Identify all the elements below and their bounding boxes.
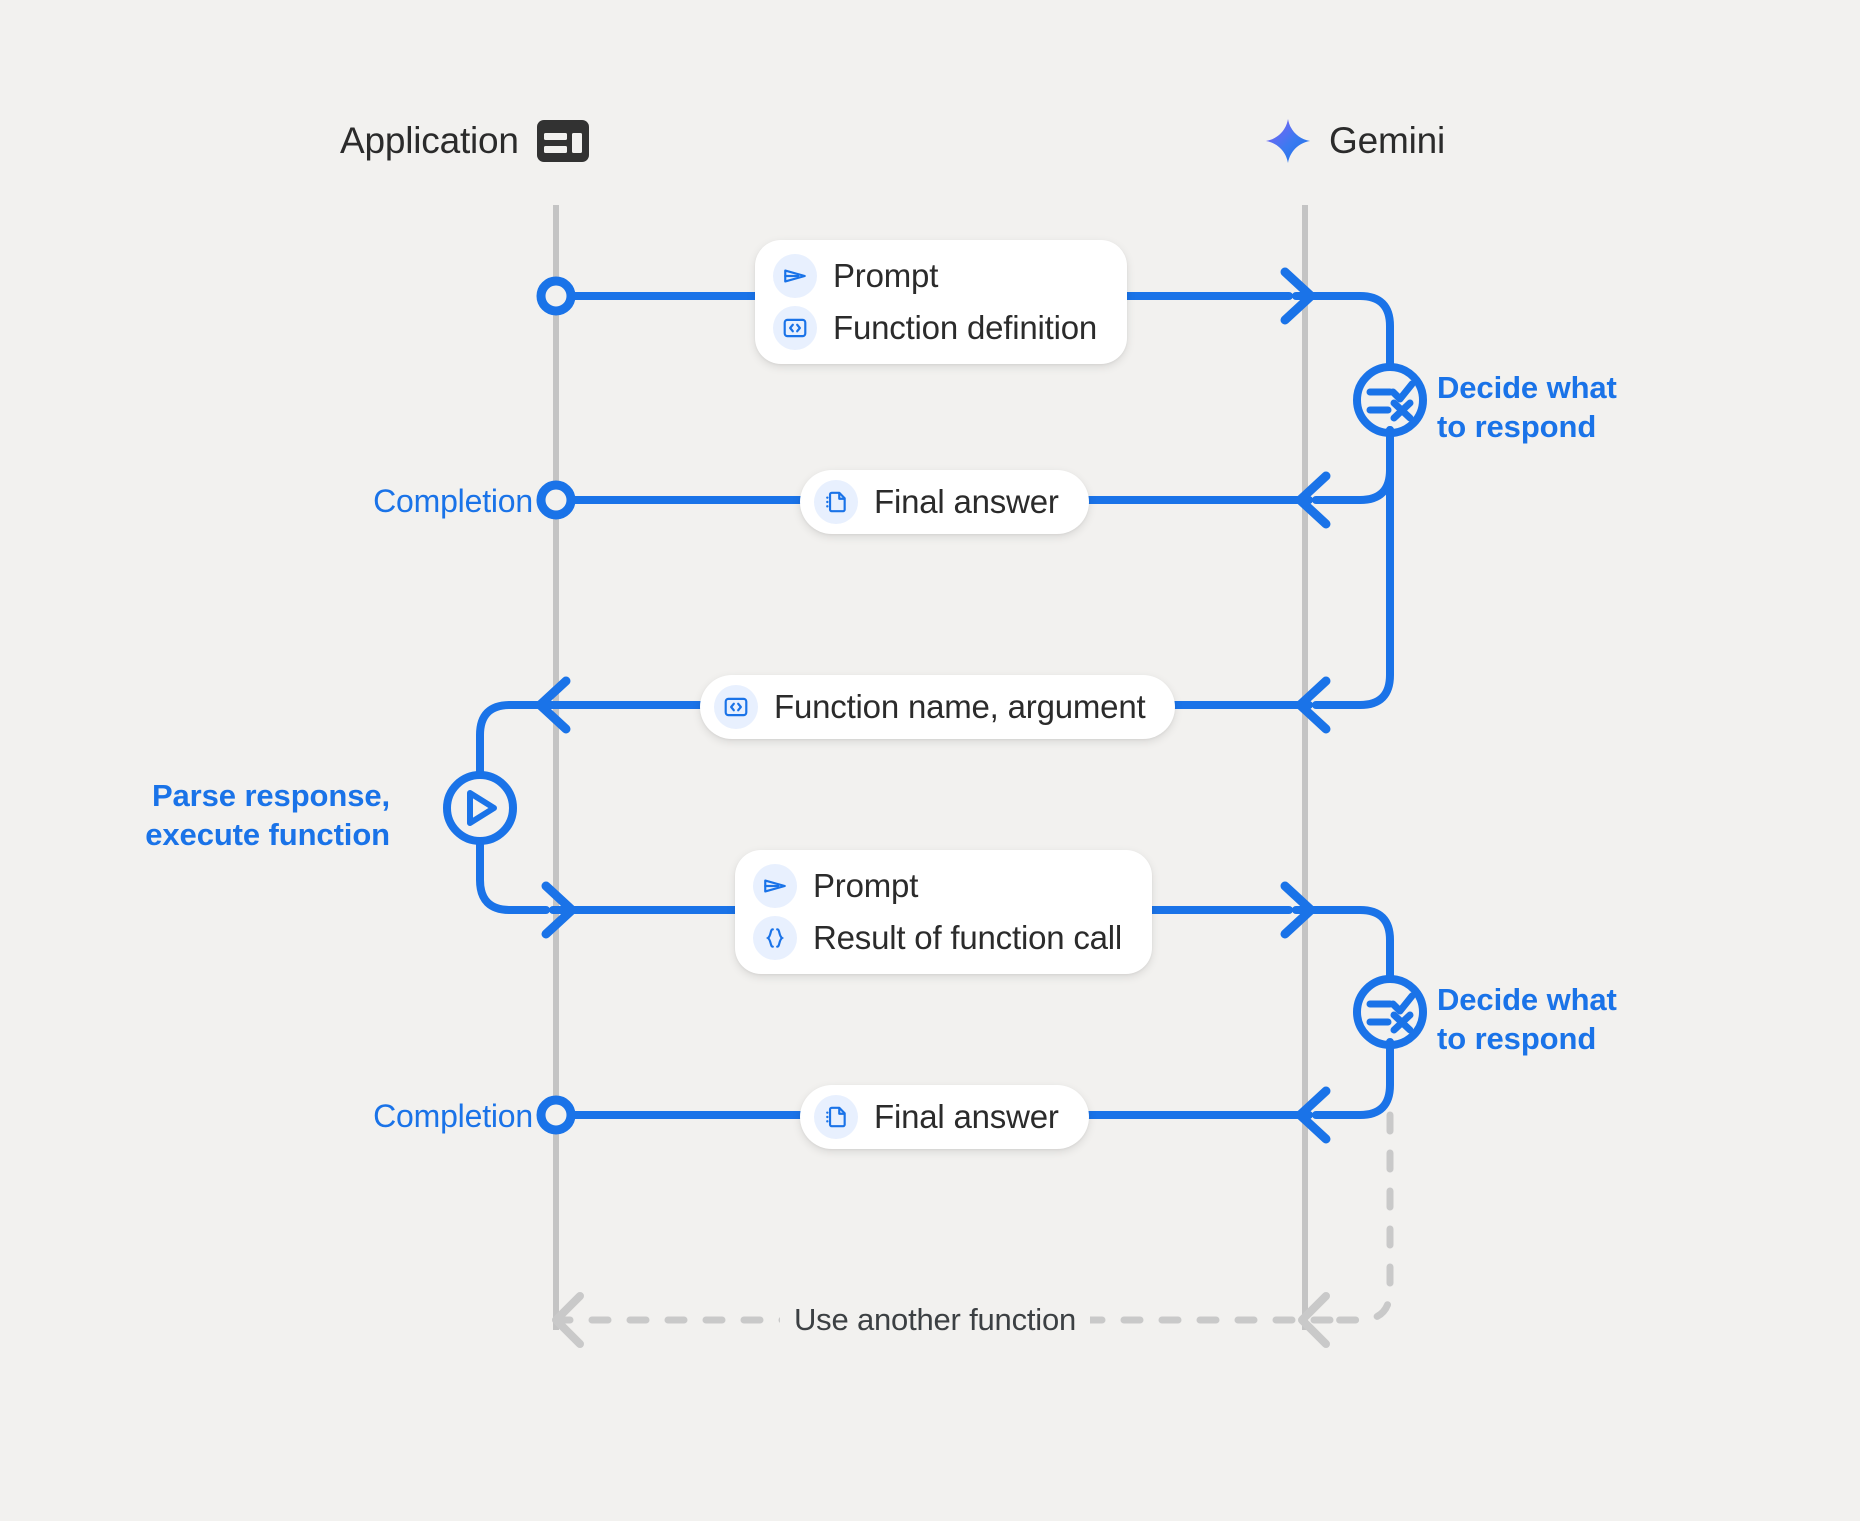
- document-icon: [814, 480, 858, 524]
- card-label: Final answer: [874, 483, 1059, 520]
- card-row: Function name, argument: [714, 685, 1146, 729]
- actor-gemini: Gemini: [1265, 118, 1445, 164]
- card-label: Function definition: [833, 309, 1098, 346]
- card-label: Result of function call: [813, 919, 1123, 956]
- process-label-parse-execute: Parse response, execute function: [145, 778, 390, 853]
- card-row: Final answer: [814, 480, 1059, 524]
- code-brackets-icon: [714, 685, 758, 729]
- card-row: Result of function call: [753, 916, 1122, 960]
- side-label-completion-1: Completion: [373, 483, 533, 519]
- send-arrow-icon: [753, 864, 797, 908]
- code-brackets-icon: [773, 306, 817, 350]
- message-card-final-answer-1: Final answer: [800, 470, 1089, 534]
- message-card-prompt-function-definition: Prompt Function definition: [755, 240, 1128, 364]
- card-label: Prompt: [833, 257, 939, 294]
- card-row: Function definition: [773, 306, 1097, 350]
- card-label: Function name, argument: [774, 688, 1146, 725]
- document-icon: [814, 1095, 858, 1139]
- card-row: Prompt: [773, 254, 1097, 298]
- actor-application-label: Application: [340, 120, 519, 161]
- actor-application: Application: [340, 120, 589, 162]
- gemini-sparkle-icon: [1265, 118, 1311, 164]
- card-row: Final answer: [814, 1095, 1059, 1139]
- actor-gemini-label: Gemini: [1329, 120, 1445, 161]
- dashboard-layout-icon: [536, 120, 589, 162]
- send-arrow-icon: [773, 254, 817, 298]
- node-decide-2: [1353, 975, 1427, 1049]
- process-label-decide-1: Decide what to respond: [1437, 370, 1617, 445]
- message-card-prompt-result-of-function-call: Prompt Result of function call: [735, 850, 1153, 974]
- card-row: Prompt: [753, 864, 1122, 908]
- message-card-function-name-argument: Function name, argument: [700, 675, 1176, 739]
- side-label-completion-2: Completion: [373, 1098, 533, 1134]
- wire-parse-execute-path: [443, 676, 574, 914]
- card-label: Prompt: [813, 867, 919, 904]
- message-card-final-answer-2: Final answer: [800, 1085, 1089, 1149]
- loop-label-use-another-function: Use another function: [780, 1302, 1091, 1338]
- card-label: Final answer: [874, 1098, 1059, 1135]
- curly-braces-icon: [753, 916, 797, 960]
- process-label-decide-2: Decide what to respond: [1437, 982, 1617, 1057]
- node-decide-1: [1353, 363, 1427, 437]
